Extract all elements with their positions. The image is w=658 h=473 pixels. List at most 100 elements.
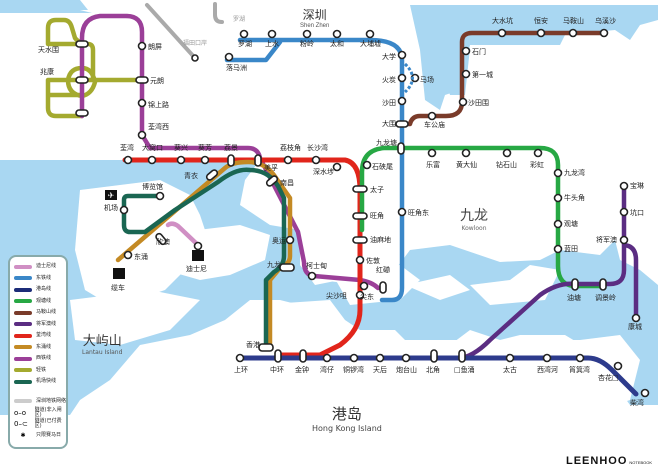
station-fanling[interactable]: 粉岭 — [300, 40, 314, 48]
station-mei-foo[interactable]: 美孚 — [264, 164, 278, 172]
station-mong-kok-east[interactable]: 旺角东 — [408, 209, 429, 217]
station-lai-chi-kok[interactable]: 荔枝角 — [280, 144, 301, 152]
station-airport[interactable]: 机场 — [104, 204, 118, 212]
station-lam-tin[interactable]: 蓝田 — [564, 245, 578, 253]
station-diamond-hill[interactable]: 钻石山 — [496, 161, 517, 169]
station-lohas-park[interactable]: 康城 — [628, 323, 642, 331]
station-hong-kong[interactable]: 香港 — [246, 341, 260, 349]
station-tsing-yi[interactable]: 青衣 — [184, 172, 198, 180]
station-austin[interactable]: 柯士甸 — [306, 262, 327, 270]
station-admiralty[interactable]: 金钟 — [295, 366, 309, 374]
station-futian[interactable]: 福田口岸 — [183, 40, 208, 47]
station-tai-shui-hang[interactable]: 大水坑 — [492, 17, 513, 25]
line-east-rail — [237, 37, 405, 303]
station-sheung-shui[interactable]: 上水 — [265, 40, 279, 48]
station-shek-kip-mei[interactable]: 石硖尾 — [372, 163, 393, 171]
station-yau-tong[interactable]: 油塘 — [567, 294, 581, 302]
plane-glyph: ✈ — [108, 191, 115, 200]
station-tsuen-wan[interactable]: 荃湾 — [120, 144, 134, 152]
station-racecourse[interactable]: 马场 — [420, 76, 434, 84]
station-lai-king[interactable]: 荔景 — [224, 144, 238, 152]
station-tin-hau[interactable]: 天后 — [373, 366, 387, 374]
station-wu-kai-sha[interactable]: 乌溪沙 — [595, 17, 616, 25]
station-shek-mun[interactable]: 石门 — [472, 48, 486, 56]
legend-item-disneyland: 迪士尼线 — [14, 261, 66, 273]
station-kam-sheung-road[interactable]: 锦上路 — [148, 101, 169, 109]
station-choi-hung[interactable]: 彩虹 — [530, 161, 544, 169]
station-heng-on[interactable]: 恒安 — [534, 17, 548, 25]
legend-item-ma-on-shan: 马鞍山线 — [14, 307, 66, 319]
station-sheung-wan[interactable]: 上环 — [234, 366, 248, 374]
station-sha-tin-wai[interactable]: 沙田围 — [468, 99, 489, 107]
station-cheung-sha-wan[interactable]: 长沙湾 — [307, 144, 328, 152]
station-disneyland[interactable]: 迪士尼 — [186, 265, 207, 273]
station-kowloon[interactable]: 九龙 — [267, 261, 281, 269]
station-lo-wu[interactable]: 罗湖 — [238, 40, 252, 48]
station-lok-fu[interactable]: 乐富 — [426, 161, 440, 169]
line-airport-express — [121, 167, 287, 349]
line-futian-spur — [145, 3, 197, 60]
legend-item-shenzhen-metro: 深圳地铁网络 — [14, 396, 66, 408]
station-sham-shui-po[interactable]: 深水埗 — [313, 168, 334, 176]
legend-swatch — [14, 379, 32, 384]
station-cable-car[interactable]: 缆车 — [111, 284, 125, 292]
station-east-tsim-sha-tsui[interactable]: 尖东 — [360, 293, 374, 301]
station-quarry-bay[interactable]: □鱼涌 — [454, 366, 475, 374]
station-fo-tan[interactable]: 火炭 — [382, 76, 396, 84]
station-sha-tin[interactable]: 沙田 — [382, 99, 396, 107]
station-tsuen-wan-west[interactable]: 荃湾西 — [148, 123, 169, 131]
station-tung-chung[interactable]: 东涌 — [134, 253, 148, 261]
station-city-one[interactable]: 第一城 — [472, 71, 493, 79]
station-kwai-fong[interactable]: 葵芳 — [198, 144, 212, 152]
station-tai-koo[interactable]: 太古 — [503, 366, 517, 374]
station-long-ping[interactable]: 朗屏 — [148, 43, 162, 51]
station-tai-wo-hau[interactable]: 大窝口 — [142, 144, 163, 152]
station-yuen-long[interactable]: 元朗 — [150, 77, 164, 85]
station-luohu-sz[interactable]: 罗湖 — [233, 16, 246, 23]
station-sai-wan-ho[interactable]: 西湾河 — [537, 366, 558, 374]
station-tseung-kwan-o[interactable]: 将军澳 — [596, 236, 617, 244]
station-north-point[interactable]: 北角 — [426, 366, 440, 374]
station-kowloon-bay[interactable]: 九龙湾 — [564, 169, 585, 177]
station-po-lam[interactable]: 宝琳 — [630, 182, 644, 190]
station-siu-hong[interactable]: 兆康 — [40, 68, 54, 76]
station-yau-ma-tei[interactable]: 油麻地 — [370, 236, 391, 244]
station-tin-shui-wai[interactable]: 天水围 — [38, 46, 59, 54]
racecourse-spur — [403, 62, 414, 94]
station-fortress-hill[interactable]: 炮台山 — [396, 366, 417, 374]
legend-item-tung-chung: 东涌线 — [14, 342, 66, 354]
station-kwai-hing[interactable]: 葵兴 — [174, 144, 188, 152]
station-wong-tai-sin[interactable]: 黄大仙 — [456, 161, 477, 169]
station-central[interactable]: 中环 — [270, 366, 284, 374]
station-che-kung-temple[interactable]: 车公庙 — [424, 121, 445, 129]
station-causeway-bay[interactable]: 铜锣湾 — [343, 366, 364, 374]
station-ma-on-shan[interactable]: 马鞍山 — [563, 17, 584, 25]
station-kwun-tong[interactable]: 观塘 — [564, 220, 578, 228]
station-wan-chai[interactable]: 湾仔 — [320, 366, 334, 374]
station-university[interactable]: 大学 — [382, 53, 396, 61]
station-olympic[interactable]: 奥运 — [272, 237, 286, 245]
station-mong-kok[interactable]: 旺角 — [370, 212, 384, 220]
legend-swatch — [14, 368, 32, 373]
station-ngau-tau-kok[interactable]: 牛头角 — [564, 194, 585, 202]
station-tiu-keng-leng[interactable]: 调景岭 — [595, 294, 616, 302]
station-nam-cheong[interactable]: 南昌 — [280, 179, 294, 187]
station-tai-po-market[interactable]: 大埔墟 — [360, 40, 381, 48]
legend-swatch — [14, 299, 32, 304]
station-asiaworld-expo[interactable]: 博览馆 — [142, 183, 163, 191]
station-sunny-bay[interactable]: 欣澳 — [156, 238, 170, 246]
station-chai-wan[interactable]: 柴湾 — [630, 399, 644, 407]
legend-item-interchange-paid: 0–⊂隧道(已付费区) — [14, 418, 62, 430]
station-tai-wai[interactable]: 大围 — [382, 120, 396, 128]
station-tsim-sha-tsui[interactable]: 尖沙咀 — [326, 292, 347, 300]
station-kowloon-tong[interactable]: 九龙塘 — [376, 139, 397, 147]
station-hung-hom[interactable]: 红磡 — [376, 266, 390, 274]
station-heng-fa-chuen[interactable]: 杏花□ — [598, 374, 619, 382]
station-shau-kei-wan[interactable]: 筲箕湾 — [569, 366, 590, 374]
station-hang-hau[interactable]: 坑口 — [630, 209, 644, 217]
legend-item-light-rail: 轻铁 — [14, 365, 66, 377]
station-jordan[interactable]: 佐敦 — [366, 257, 380, 265]
station-lok-ma-chau[interactable]: 落马洲 — [226, 64, 247, 72]
station-tai-wo[interactable]: 太和 — [330, 40, 344, 48]
station-prince-edward[interactable]: 太子 — [370, 186, 384, 194]
